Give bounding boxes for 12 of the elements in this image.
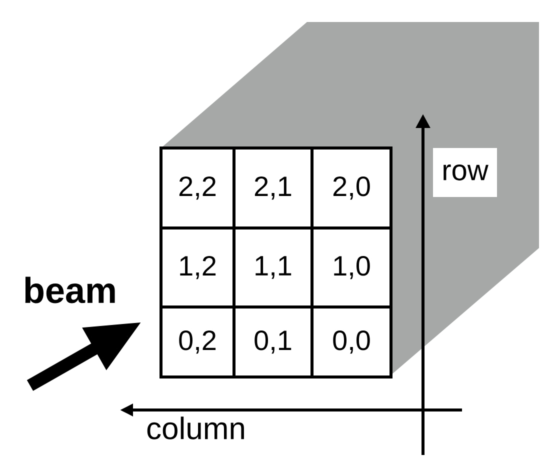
grid-cell: 0,2: [160, 306, 236, 378]
grid-cell: 1,0: [310, 226, 392, 308]
grid-cell: 2,0: [310, 146, 392, 230]
grid-cell: 0,0: [310, 306, 392, 378]
axis-label: column: [147, 416, 244, 440]
grid-cell: 2,1: [232, 146, 314, 230]
grid-cell: 2,2: [160, 146, 236, 230]
axis-label: row: [433, 148, 497, 197]
beam-label: beam: [25, 276, 115, 304]
grid-cell: 0,1: [232, 306, 314, 378]
grid-cell: 1,2: [160, 226, 236, 308]
grid-cell: 1,1: [232, 226, 314, 308]
